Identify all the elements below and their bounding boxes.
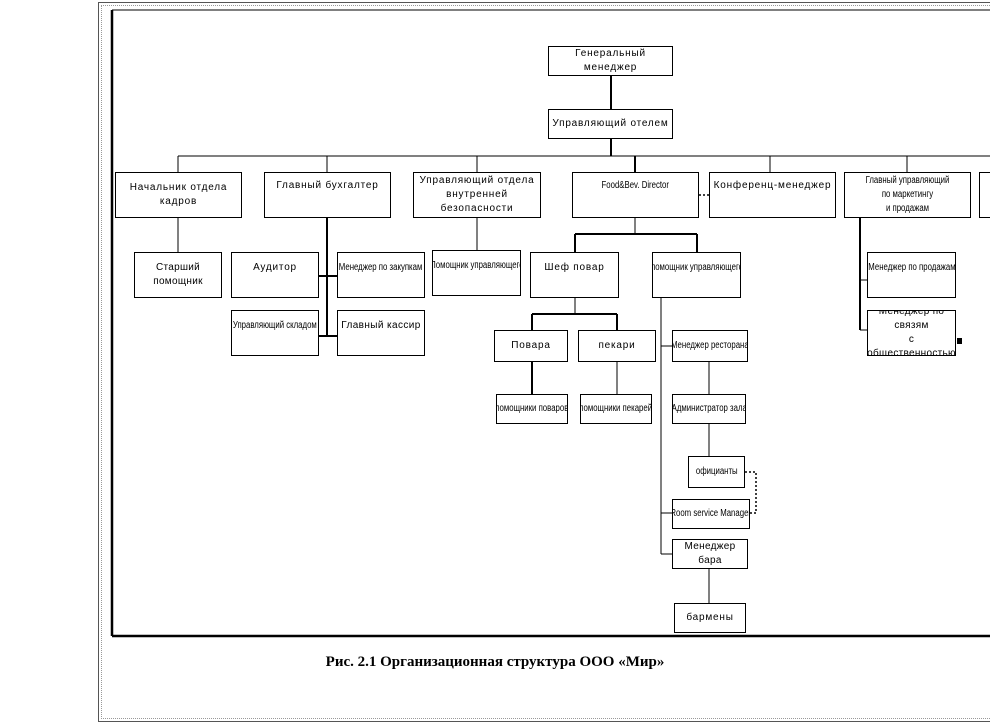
node-security-assistant: Помощник управляющего xyxy=(432,250,521,296)
node-chef: Шеф повар xyxy=(530,252,619,298)
node-waiters: официанты xyxy=(688,456,745,488)
node-purchasing-manager: Менеджер по закупкам xyxy=(337,252,425,298)
dotted-links xyxy=(699,194,757,514)
figure-caption: Рис. 2.1 Организационная структура ООО «… xyxy=(325,654,665,670)
node-cooks-helpers: помощники поваров xyxy=(496,394,568,424)
node-bakers-helpers: помощники пекарей xyxy=(580,394,652,424)
node-room-service-manager: Room service Manager xyxy=(672,499,750,529)
node-cropped-right xyxy=(979,172,990,218)
pr-manager-marker xyxy=(957,338,962,344)
connector-lines xyxy=(177,76,990,603)
node-security-head: Управляющий отдела внутренней безопаснос… xyxy=(413,172,541,218)
node-conference-manager: Конференц-менеджер xyxy=(709,172,836,218)
node-chief-accountant: Главный бухгалтер xyxy=(264,172,391,218)
outer-frame-dotted xyxy=(101,5,990,719)
outer-frame xyxy=(98,2,990,722)
node-bartenders: бармены xyxy=(674,603,746,633)
node-bar-manager: Менеджер бара xyxy=(672,539,748,569)
node-auditor: Аудитор xyxy=(231,252,319,298)
node-pr-manager: Менеджер по связям с общественностью xyxy=(867,310,956,356)
node-marketing-head: Главный управляющий по маркетингу и прод… xyxy=(844,172,971,218)
node-cooks: Повара xyxy=(494,330,568,362)
node-restaurant-manager: Менеджер ресторана xyxy=(672,330,748,362)
node-sales-manager: Менеджер по продажам xyxy=(867,252,956,298)
node-fb-assistant: помощник управляющего xyxy=(652,252,741,298)
node-bakers: пекари xyxy=(578,330,656,362)
node-fb-director: Food&Bev. Director xyxy=(572,172,699,218)
node-hall-admin: Администратор зала xyxy=(672,394,746,424)
node-hr-head: Начальник отдела кадров xyxy=(115,172,242,218)
node-general-manager: Генеральный менеджер xyxy=(548,46,673,76)
node-warehouse-manager: Управляющий складом xyxy=(231,310,319,356)
node-senior-assistant: Старший помощник xyxy=(134,252,222,298)
node-chief-cashier: Главный кассир xyxy=(337,310,425,356)
node-hotel-manager: Управляющий отелем xyxy=(548,109,673,139)
